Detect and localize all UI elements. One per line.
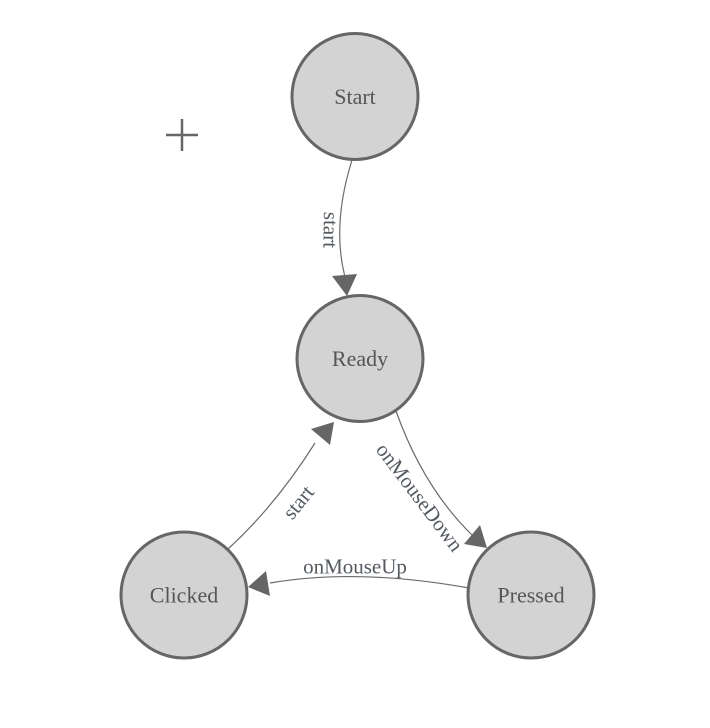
edge-ready-to-pressed: onMouseDown — [371, 410, 487, 557]
edge-clicked-to-ready: start — [227, 422, 334, 550]
node-start: Start — [290, 32, 420, 161]
node-ready-circle[interactable] — [295, 294, 425, 423]
node-clicked-circle[interactable] — [119, 530, 249, 660]
edge-pressed-to-clicked: onMouseUp — [248, 554, 470, 596]
edge-start-to-ready: start — [318, 159, 357, 296]
arrowhead-icon[interactable] — [248, 571, 270, 596]
node-label: Clicked — [150, 583, 218, 608]
edge-line[interactable] — [339, 159, 353, 276]
node-start-circle[interactable] — [290, 32, 420, 161]
arrowhead-icon[interactable] — [464, 525, 487, 548]
edge-label: onMouseUp — [303, 554, 407, 578]
edge-line[interactable] — [395, 410, 473, 536]
node-clicked: Clicked — [119, 530, 249, 660]
edge-line[interactable] — [227, 442, 316, 550]
node-pressed-circle[interactable] — [466, 530, 596, 660]
node-label: Start — [334, 84, 376, 109]
edge-label: start — [318, 212, 343, 249]
edge-line[interactable] — [269, 576, 470, 589]
plus-icon[interactable] — [166, 119, 198, 151]
arrowhead-icon[interactable] — [311, 422, 334, 445]
node-label: Pressed — [497, 583, 564, 608]
node-pressed: Pressed — [466, 530, 596, 660]
node-label: Ready — [332, 346, 388, 371]
node-ready: Ready — [295, 294, 425, 423]
edge-label: onMouseDown — [371, 438, 468, 556]
arrowhead-icon[interactable] — [332, 274, 357, 296]
